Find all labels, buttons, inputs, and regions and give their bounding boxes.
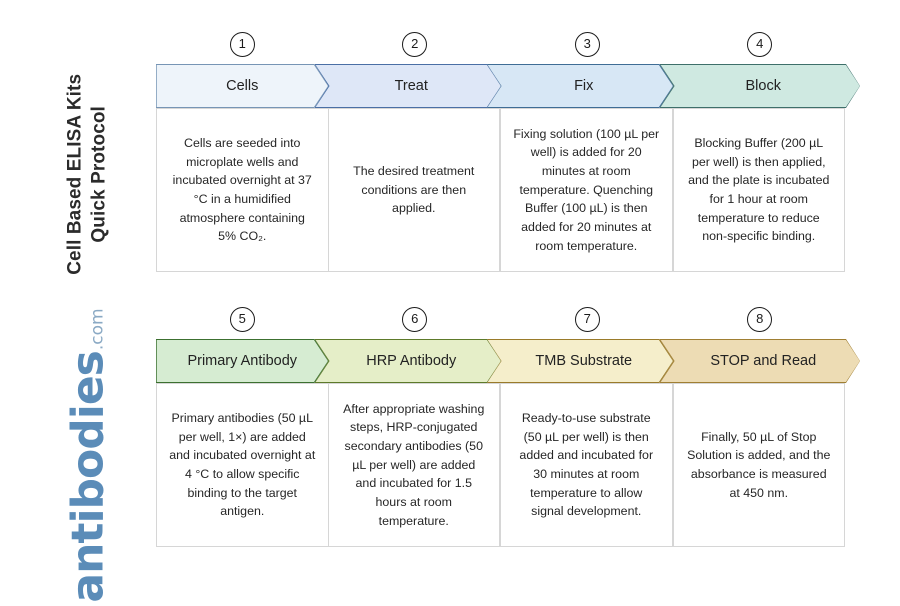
- step-description-2: The desired treatment conditions are the…: [327, 108, 500, 272]
- chevron-step-1[interactable]: Cells: [156, 64, 329, 108]
- chevron-strip-row-2: Primary Antibody HRP Antibody TMB Substrat…: [156, 339, 860, 383]
- step-description-text: Primary antibodies (50 µL per well, 1×) …: [169, 411, 316, 519]
- step-badges-row-2: 5 6 7 8: [156, 307, 846, 339]
- step-description-5: Primary antibodies (50 µL per well, 1×) …: [156, 383, 329, 547]
- page-title-line-2: Quick Protocol: [89, 106, 110, 243]
- chevron-label-2: Treat: [394, 78, 428, 94]
- content-strip-row-1: Cells are seeded into microplate wells a…: [156, 108, 846, 272]
- chevron-step-2[interactable]: Treat: [314, 64, 502, 108]
- step-number-badge-1: 1: [229, 32, 255, 57]
- chevron-shape: [314, 64, 501, 108]
- step-number-badge-2: 2: [402, 32, 428, 57]
- step-number-badge-4: 4: [747, 32, 773, 57]
- page-title: Cell Based ELISA Kits Quick Protocol: [64, 24, 113, 324]
- chevron-shape: [156, 339, 329, 383]
- step-number-badge-3: 3: [574, 32, 600, 57]
- brand-name: antibodies: [62, 351, 114, 603]
- content-strip-row-2: Primary antibodies (50 µL per well, 1×) …: [156, 383, 846, 547]
- chevron-label-3: Fix: [574, 78, 594, 94]
- step-description-text: After appropriate washing steps, HRP-con…: [343, 401, 485, 528]
- step-description-text: Fixing solution (100 µL per well) is add…: [513, 126, 660, 253]
- step-description-text: Cells are seeded into microplate wells a…: [172, 136, 312, 244]
- page-title-line-1: Cell Based ELISA Kits: [64, 73, 86, 275]
- chevron-step-3[interactable]: Fix: [487, 64, 674, 108]
- step-number-badge-8: 8: [747, 307, 773, 332]
- chevron-label-5: Primary Antibody: [187, 353, 298, 369]
- chevron-label-6: HRP Antibody: [366, 353, 457, 369]
- chevron-label-1: Cells: [226, 78, 259, 94]
- step-description-text: The desired treatment conditions are the…: [353, 164, 475, 216]
- step-description-8: Finally, 50 µL of Stop Solution is added…: [672, 383, 845, 547]
- step-number-badge-5: 5: [229, 307, 255, 332]
- chevron-strip-row-1: Cells Treat Fix Block: [156, 64, 860, 108]
- chevron-step-4[interactable]: Block: [659, 64, 861, 108]
- chevron-label-4: Block: [745, 78, 781, 94]
- brand-logo: antibodies.com: [63, 306, 114, 606]
- protocol-row-2: 5 6 7 8 Primary Antibody HRP Antibody TMB Sub…: [156, 307, 860, 547]
- chevron-shape: [659, 339, 860, 383]
- chevron-shape: [487, 339, 674, 383]
- chevron-shape: [487, 64, 674, 108]
- chevron-step-5[interactable]: Primary Antibody: [156, 339, 329, 383]
- protocol-row-1: 1 2 3 4 Cells Treat Fix Block Cells are seeded…: [156, 32, 860, 272]
- step-description-text: Ready-to-use substrate (50 µL per well) …: [519, 411, 654, 519]
- step-number-badge-6: 6: [402, 307, 428, 332]
- step-number-badge-7: 7: [574, 307, 600, 332]
- side-rail: Cell Based ELISA Kits Quick Protocol ant…: [0, 0, 152, 603]
- step-description-7: Ready-to-use substrate (50 µL per well) …: [500, 383, 673, 547]
- step-description-6: After appropriate washing steps, HRP-con…: [327, 383, 500, 547]
- chevron-label-7: TMB Substrate: [535, 353, 633, 369]
- chevron-step-7[interactable]: TMB Substrate: [487, 339, 674, 383]
- step-description-4: Blocking Buffer (200 µL per well) is the…: [672, 108, 845, 272]
- step-badges-row-1: 1 2 3 4: [156, 32, 846, 64]
- chevron-shape: [314, 339, 501, 383]
- step-description-text: Blocking Buffer (200 µL per well) is the…: [688, 136, 830, 244]
- step-description-1: Cells are seeded into microplate wells a…: [156, 108, 329, 272]
- step-description-text: Finally, 50 µL of Stop Solution is added…: [687, 429, 831, 500]
- chevron-shape: [156, 64, 329, 108]
- brand-tld: .com: [87, 308, 108, 351]
- chevron-shape: [659, 64, 860, 108]
- chevron-label-8: STOP and Read: [710, 353, 817, 369]
- step-description-3: Fixing solution (100 µL per well) is add…: [500, 108, 673, 272]
- chevron-step-6[interactable]: HRP Antibody: [314, 339, 502, 383]
- chevron-step-8[interactable]: STOP and Read: [659, 339, 861, 383]
